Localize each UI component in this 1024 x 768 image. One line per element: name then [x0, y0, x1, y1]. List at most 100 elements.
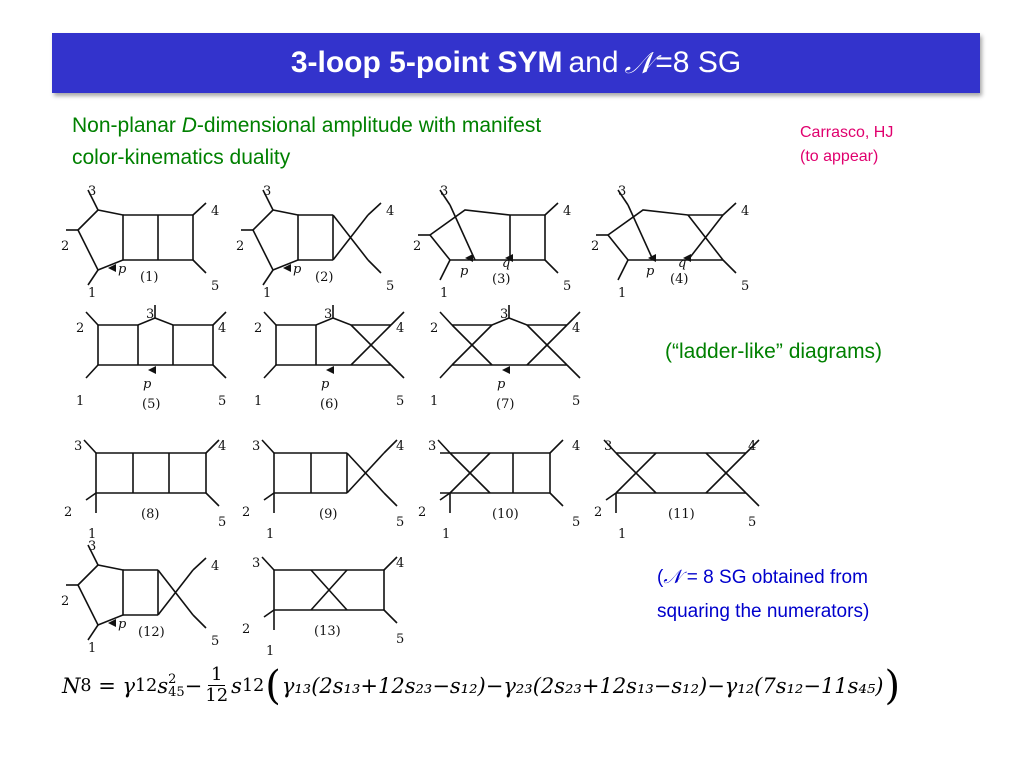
formula-inner: γ₁₃(2s₁₃+12s₂₃−s₁₂)−γ₂₃(2s₂₃+12s₁₃−s₁₂)−… [281, 673, 884, 698]
cross-b [310, 569, 348, 611]
external-leg-label: 1 [618, 286, 626, 301]
subtitle-d: D [181, 114, 197, 137]
momentum-arrow [502, 366, 510, 374]
pentagon [77, 564, 124, 627]
leg-5 [566, 364, 581, 379]
external-leg-label: 1 [266, 527, 274, 542]
diagram-caption: (12) [138, 625, 165, 640]
leg-1 [439, 364, 453, 379]
cross-b [346, 452, 385, 494]
title-script-n: 𝒩 [624, 45, 654, 81]
leg-3 [439, 189, 451, 206]
diagram-caption: (7) [496, 397, 514, 412]
leg-4 [192, 202, 207, 216]
ladder-note: (“ladder-like” diagrams) [665, 340, 883, 363]
external-leg-label: 1 [618, 527, 626, 542]
cross-d [526, 324, 568, 366]
diagram-caption: (6) [320, 397, 338, 412]
external-leg-label: 1 [430, 394, 438, 409]
leg-3 [262, 189, 274, 211]
leg-2 [263, 492, 275, 501]
external-leg-label: 4 [563, 204, 571, 219]
leg-1 [87, 269, 99, 286]
external-leg-label: 4 [396, 439, 404, 454]
external-leg-label: 3 [74, 439, 82, 454]
formula-lhs-sub: 8 [80, 675, 92, 696]
subtitle-pre: Non-planar [72, 114, 182, 137]
external-leg-label: 5 [563, 279, 571, 294]
external-leg-label: 3 [324, 307, 332, 322]
leg-5 [544, 259, 559, 274]
diagram-caption: (8) [141, 507, 159, 522]
external-leg-label: 4 [396, 321, 404, 336]
momentum-label: q [678, 256, 686, 271]
leg-3 [261, 556, 275, 571]
bottom [275, 325, 391, 366]
external-leg-label: 3 [88, 539, 96, 554]
pentagon [77, 209, 124, 272]
external-leg-label: 3 [88, 184, 96, 199]
cross-b [157, 569, 194, 616]
cross-b [350, 324, 392, 366]
momentum-arrow [108, 619, 116, 627]
diagram-caption: (13) [314, 624, 341, 639]
leg-2 [605, 492, 617, 501]
external-leg-label: 5 [211, 634, 219, 649]
external-leg-label: 5 [396, 632, 404, 647]
leg-2 [263, 609, 275, 618]
external-leg-label: 4 [211, 204, 219, 219]
outer [429, 209, 546, 261]
leg-4 [212, 311, 227, 326]
leg-1 [617, 259, 629, 281]
sg-open: ( [657, 567, 664, 588]
external-leg-label: 3 [618, 184, 626, 199]
external-leg-label: 2 [242, 622, 250, 637]
external-leg-label: 2 [430, 321, 438, 336]
diagram-caption: (5) [142, 397, 160, 412]
title-bar: 3-loop 5-point SYM and 𝒩 =8 SG [52, 33, 980, 93]
cross-d [705, 452, 747, 494]
leg-5 [390, 364, 405, 379]
pentagon [252, 209, 299, 272]
title-and: and [568, 46, 619, 79]
leg-5 [212, 364, 227, 379]
external-leg-label: 1 [76, 394, 84, 409]
formula-right-paren: ) [884, 662, 901, 709]
external-leg-label: 3 [440, 184, 448, 199]
diagram-caption: (11) [668, 507, 695, 522]
momentum-label: p [293, 262, 302, 277]
formula-eq: = [91, 673, 123, 698]
diagram-caption: (2) [315, 270, 333, 285]
formula-frac-den: 12 [205, 685, 229, 706]
sg-line2: squaring the numerators) [657, 601, 870, 622]
diagram-caption: (10) [492, 507, 519, 522]
leg-5 [383, 609, 398, 624]
external-leg-label: 1 [254, 394, 262, 409]
leg-4 [566, 311, 581, 326]
external-leg-label: 2 [418, 505, 426, 520]
diagram-caption: (3) [492, 272, 510, 287]
external-leg-label: 5 [396, 515, 404, 530]
subtitle-line2: color-kinematics duality [72, 146, 291, 169]
leg-5 [722, 259, 737, 274]
leg-3 [87, 544, 99, 566]
external-leg-label: 1 [440, 286, 448, 301]
top [452, 317, 567, 326]
momentum-arrow [326, 366, 334, 374]
external-leg-label: 5 [218, 515, 226, 530]
formula-s12: s [231, 673, 242, 698]
bottom [607, 234, 723, 261]
leg-4 [390, 311, 405, 326]
leg-2 [439, 492, 451, 501]
momentum-label: p [497, 377, 506, 392]
external-leg-label: 5 [386, 279, 394, 294]
cross-b [449, 452, 491, 494]
external-leg-label: 4 [572, 439, 580, 454]
cross-b [332, 214, 369, 261]
credit-line2: (to appear) [800, 148, 879, 165]
momentum-arrow [283, 264, 291, 272]
